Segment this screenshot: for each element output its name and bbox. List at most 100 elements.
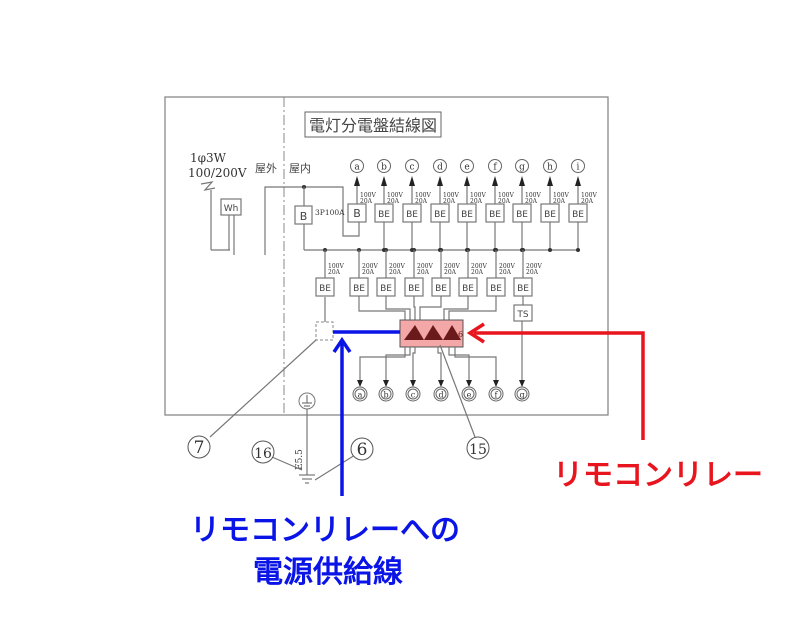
breaker-current: 20A — [444, 269, 457, 276]
breaker-label: BE — [461, 210, 473, 220]
breaker-current: 20A — [387, 198, 400, 205]
circuit-label: a — [358, 391, 363, 400]
circuit-label: d — [437, 163, 443, 173]
breaker-label: BE — [517, 284, 529, 294]
branch-breaker — [347, 203, 367, 223]
branch-breaker — [315, 277, 335, 297]
breaker-current: 20A — [525, 198, 538, 205]
breaker-voltage: 200V — [362, 263, 378, 270]
breaker-voltage: 100V — [328, 263, 344, 270]
circuit-label: d — [438, 391, 443, 400]
breaker-label: BE — [544, 210, 556, 220]
arrow-down-icon — [466, 380, 472, 387]
relay-icon — [443, 325, 461, 340]
breaker-label: BE — [462, 284, 474, 294]
circuit-label: f — [495, 391, 499, 400]
breaker-current: 20A — [328, 269, 341, 276]
relay-label: リモコンリレー — [553, 458, 763, 493]
timer-switch — [513, 304, 533, 322]
breaker-current: 20A — [499, 269, 512, 276]
red-arrow-icon — [466, 322, 485, 344]
breaker-voltage: 100V — [360, 192, 376, 199]
callout-15 — [466, 436, 490, 460]
breaker-voltage: 200V — [444, 263, 460, 270]
breaker-voltage: 100V — [553, 192, 569, 199]
circuit-label: g — [519, 391, 524, 400]
breaker-label: BE — [378, 210, 390, 220]
callout-number: 7 — [194, 438, 205, 458]
circuit-marker-d — [433, 159, 447, 173]
arrow-up-icon — [547, 176, 553, 186]
circuit-marker-e — [460, 159, 474, 173]
diagram-title: 電灯分電盤結線図 — [309, 116, 437, 135]
arrow-up-icon — [492, 176, 498, 186]
relay-icon — [424, 325, 443, 340]
breaker-voltage: 200V — [389, 263, 405, 270]
callout-number: 15 — [469, 442, 487, 458]
outdoor-label: 屋外 — [255, 162, 277, 175]
blue-arrow-icon — [332, 336, 352, 353]
breaker-current: 20A — [498, 198, 511, 205]
circuit-label: c — [411, 391, 416, 400]
indoor-label: 屋内 — [289, 161, 311, 175]
breaker-label: BE — [490, 284, 502, 294]
circuit-label: b — [381, 163, 387, 173]
ground-wire-label: E5.5 — [295, 449, 305, 470]
arrow-up-icon — [575, 176, 581, 186]
arrow-down-icon — [438, 380, 444, 387]
breaker-current: 20A — [526, 269, 539, 276]
title-box — [304, 111, 442, 138]
breaker-current: 20A — [471, 269, 484, 276]
circuit-label: a — [354, 163, 360, 173]
supply-line-label-1: リモコンリレーへの — [190, 513, 460, 548]
breaker-current: 20A — [362, 269, 375, 276]
breaker-voltage: 200V — [526, 263, 542, 270]
circuit-label: c — [409, 163, 414, 173]
arrow-up-icon — [437, 176, 443, 186]
breaker-current: 20A — [443, 198, 456, 205]
breaker-voltage: 200V — [417, 263, 433, 270]
arrow-up-icon — [354, 176, 360, 186]
circuit-marker-f — [488, 159, 502, 173]
breaker-label: BE — [353, 284, 365, 294]
breaker-voltage: 100V — [498, 192, 514, 199]
supply-phase: 1φ3W — [190, 151, 227, 165]
breaker-voltage: 100V — [443, 192, 459, 199]
main-breaker-label: B — [300, 210, 308, 223]
circuit-marker-g — [515, 159, 529, 173]
breaker-current: 20A — [553, 198, 566, 205]
callout-number: 16 — [254, 446, 272, 462]
arrow-down-icon — [383, 380, 389, 387]
breaker-voltage: 100V — [581, 192, 597, 199]
circuit-label: e — [467, 391, 472, 400]
circuit-label: b — [383, 391, 388, 400]
watt-hour-meter — [220, 198, 242, 216]
breaker-label: BE — [516, 210, 528, 220]
arrow-down-icon — [493, 380, 499, 387]
circuit-marker-c — [405, 159, 419, 173]
breaker-label: BE — [319, 284, 331, 294]
circuit-label: h — [547, 163, 553, 173]
breaker-current: 20A — [470, 198, 483, 205]
arrow-up-icon — [464, 176, 470, 186]
callout-7 — [187, 435, 211, 459]
circuit-label: g — [519, 163, 525, 173]
breaker-voltage: 200V — [499, 263, 515, 270]
breaker-voltage: 100V — [470, 192, 486, 199]
circuit-marker-i — [571, 159, 585, 173]
breaker-label: BE — [434, 210, 446, 220]
breaker-current: 20A — [415, 198, 428, 205]
arrow-down-icon — [410, 380, 416, 387]
cable-break-icon — [200, 181, 216, 191]
supply-line-label-2: 電源供給線 — [253, 555, 403, 590]
arrow-down-icon — [357, 380, 363, 387]
breaker-label: BE — [406, 210, 418, 220]
arrow-up-icon — [409, 176, 415, 186]
arrow-up-icon — [519, 176, 525, 186]
breaker-current: 20A — [581, 198, 594, 205]
breaker-voltage: 100V — [387, 192, 403, 199]
breaker-current: 20A — [360, 198, 373, 205]
relay-icon — [404, 325, 424, 340]
breaker-label: BE — [572, 210, 584, 220]
